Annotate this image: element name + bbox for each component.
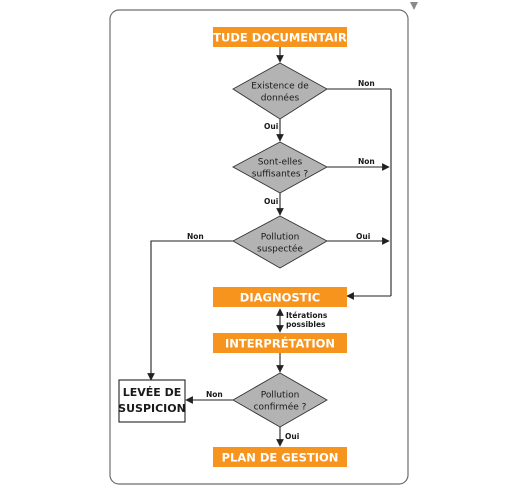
decision-pollution-confirmee <box>232 372 328 428</box>
edge-label-oui-4: Oui <box>285 432 299 441</box>
node-etude-label: ÉTUDE DOCUMENTAIRE <box>205 30 354 45</box>
decision-suffisantes <box>232 141 328 194</box>
node-levee-de-suspicion <box>118 379 186 423</box>
decision-existence-line2: données <box>261 93 300 104</box>
decision-suffisantes-line2: suffisantes ? <box>252 170 309 180</box>
node-plan-label: PLAN DE GESTION <box>222 451 339 465</box>
node-levee-line2: SUSPICION <box>118 402 186 415</box>
decision-existence <box>232 62 328 120</box>
decision-suffisantes-line1: Sont-elles <box>258 158 303 168</box>
edge-label-non-3: Non <box>187 232 204 241</box>
edge-label-non-2: Non <box>358 157 375 166</box>
node-diagnostic <box>213 287 347 307</box>
decision-pollution-confirmee-line2: confirmée ? <box>254 402 307 413</box>
node-etude-documentaire <box>213 27 347 47</box>
arrow-pollution-non <box>147 240 233 381</box>
node-levee-line1: LEVÉE DE <box>123 386 182 399</box>
decision-existence-line1: Existence de <box>251 82 309 92</box>
node-diagnostic-label: DIAGNOSTIC <box>240 291 320 305</box>
decision-pollution-suspectee <box>232 215 328 269</box>
node-interpretation-label: INTERPRÉTATION <box>225 336 335 351</box>
edge-label-oui-3: Oui <box>356 232 370 241</box>
decision-pollution-confirmee-line1: Pollution <box>261 391 300 401</box>
edge-label-iterations-line2: possibles <box>286 320 326 329</box>
decision-pollution-suspectee-line2: suspectée <box>257 244 303 255</box>
edge-label-iterations-line1: Itérations <box>286 311 328 320</box>
edge-label-non-4: Non <box>206 390 223 399</box>
edge-label-non-1: Non <box>358 79 375 88</box>
edge-label-oui-2: Oui <box>264 197 278 206</box>
decision-pollution-suspectee-line1: Pollution <box>261 233 300 243</box>
edge-label-oui-1: Oui <box>264 122 278 131</box>
node-interpretation <box>213 333 347 353</box>
node-plan-de-gestion <box>213 447 347 467</box>
corner-mark-icon <box>410 2 418 10</box>
